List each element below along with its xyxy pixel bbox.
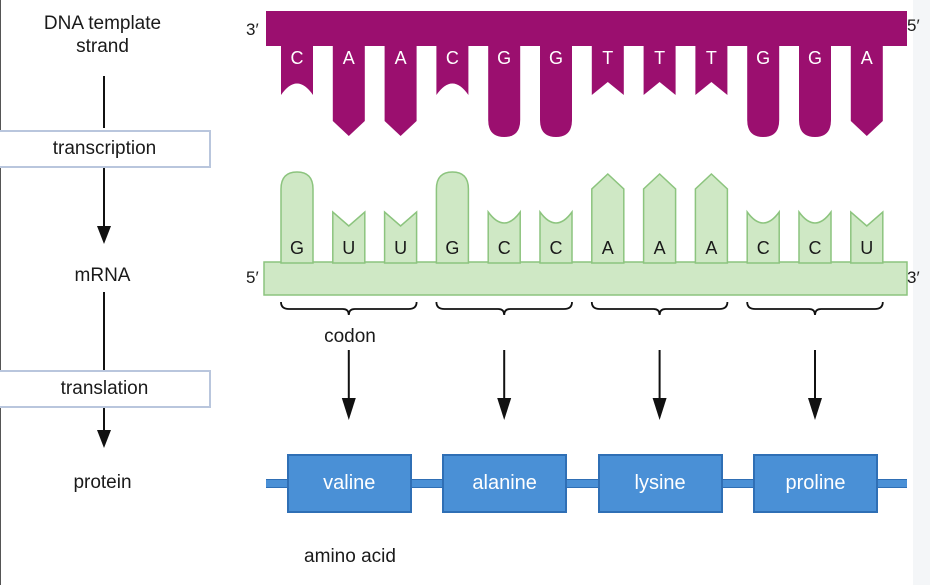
- mrna-base-letter: A: [601, 238, 614, 258]
- mrna-base-8: [694, 172, 729, 264]
- dna-base-letter: A: [342, 48, 355, 68]
- mrna-base-letter: U: [394, 238, 408, 258]
- codon-brace: [435, 301, 573, 316]
- dna-base-3: [436, 45, 469, 95]
- amino-acid-name: valine: [323, 472, 376, 494]
- mrna-base-4: [487, 209, 521, 264]
- amino-acid-box: proline: [753, 454, 878, 513]
- dna-base-8: [695, 45, 728, 95]
- dna-base-0: [281, 45, 313, 95]
- dna-base-letter: G: [756, 48, 771, 68]
- mrna-base-letter: G: [445, 238, 460, 258]
- mrna-base-letter: C: [756, 238, 770, 258]
- amino-acid-name: lysine: [634, 472, 686, 494]
- mrna-base-6: [591, 172, 625, 264]
- mrna-base-1: [332, 210, 366, 264]
- mrna-base-letter: G: [289, 238, 304, 258]
- flow-line-4: [103, 408, 105, 432]
- mrna-base-7: [642, 172, 677, 264]
- amino-acid-box: valine: [286, 454, 412, 513]
- dna-base-letter: A: [860, 48, 873, 68]
- mrna-base-9: [746, 209, 780, 264]
- dna-base-4: [488, 45, 521, 137]
- dna-base-6: [591, 45, 624, 95]
- codon-arrow-head: [808, 398, 822, 420]
- mrna-right-end: 3′: [907, 268, 920, 287]
- peptide-backbone: [266, 479, 907, 488]
- flow-line-2: [103, 168, 105, 228]
- flow-line-1: [103, 76, 105, 128]
- mrna-base-letter: A: [653, 238, 666, 258]
- dna-base-letter: T: [705, 48, 717, 68]
- codon-brace: [746, 301, 884, 316]
- amino-acid-label: amino acid: [304, 546, 396, 567]
- dna-label-line2: strand: [76, 36, 129, 57]
- dna-base-letter: G: [807, 48, 822, 68]
- mrna-base-letter: C: [549, 238, 563, 258]
- mrna-base-2: [383, 210, 418, 264]
- mrna-base-letter: C: [808, 238, 822, 258]
- transcription-box: transcription: [0, 130, 211, 168]
- mrna-base-letter: A: [705, 238, 718, 258]
- codon-arrow-head: [497, 398, 512, 420]
- amino-acid-box: lysine: [597, 454, 723, 513]
- dna-base-letter: T: [654, 48, 666, 68]
- dna-base-7: [643, 45, 676, 95]
- codon-brace: [590, 301, 729, 316]
- amino-acid-box: alanine: [442, 454, 568, 513]
- mrna-backbone: [263, 261, 908, 296]
- translation-label: translation: [60, 378, 149, 399]
- dna-base-letter: T: [602, 48, 614, 68]
- mrna-base-11: [850, 210, 884, 264]
- dna-label: DNA template strand: [20, 12, 185, 58]
- protein-label: protein: [73, 472, 132, 493]
- right-edge-panel: [913, 0, 930, 585]
- dna-backbone: [266, 11, 907, 46]
- mrna-label: mRNA: [74, 265, 131, 286]
- codon-brace: [280, 301, 418, 316]
- flow-arrow-2: [97, 226, 111, 244]
- codon-label: codon: [324, 326, 376, 347]
- dna-base-10: [799, 45, 831, 137]
- mrna-base-3: [435, 171, 470, 264]
- mrna-base-letter: U: [342, 238, 356, 258]
- amino-acid-name: proline: [785, 472, 846, 494]
- codon-arrow-head: [652, 398, 667, 420]
- mrna-base-0: [280, 171, 314, 264]
- transcription-label: transcription: [52, 138, 157, 159]
- dna-base-1: [332, 45, 365, 136]
- left-border: [0, 0, 1, 585]
- dna-base-letter: G: [548, 48, 563, 68]
- dna-base-letter: G: [497, 48, 512, 68]
- dna-label-line1: DNA template: [43, 13, 162, 34]
- mrna-base-letter: U: [860, 238, 874, 258]
- dna-base-letter: C: [445, 48, 459, 68]
- dna-base-letter: A: [394, 48, 407, 68]
- flow-line-3: [103, 292, 105, 370]
- dna-base-5: [540, 45, 572, 137]
- dna-base-letter: C: [290, 48, 304, 68]
- dna-left-end: 3′: [246, 20, 259, 39]
- dna-right-end: 5′: [907, 16, 920, 35]
- dna-base-11: [850, 45, 883, 136]
- dna-base-9: [747, 45, 780, 137]
- flow-arrow-4: [97, 430, 111, 448]
- mrna-base-letter: C: [497, 238, 511, 258]
- translation-box: translation: [0, 370, 211, 408]
- codon-arrow-head: [341, 398, 356, 420]
- dna-base-2: [384, 45, 417, 136]
- mrna-base-10: [798, 209, 832, 264]
- mrna-base-5: [539, 209, 573, 264]
- mrna-left-end: 5′: [246, 268, 259, 287]
- amino-acid-name: alanine: [472, 472, 537, 494]
